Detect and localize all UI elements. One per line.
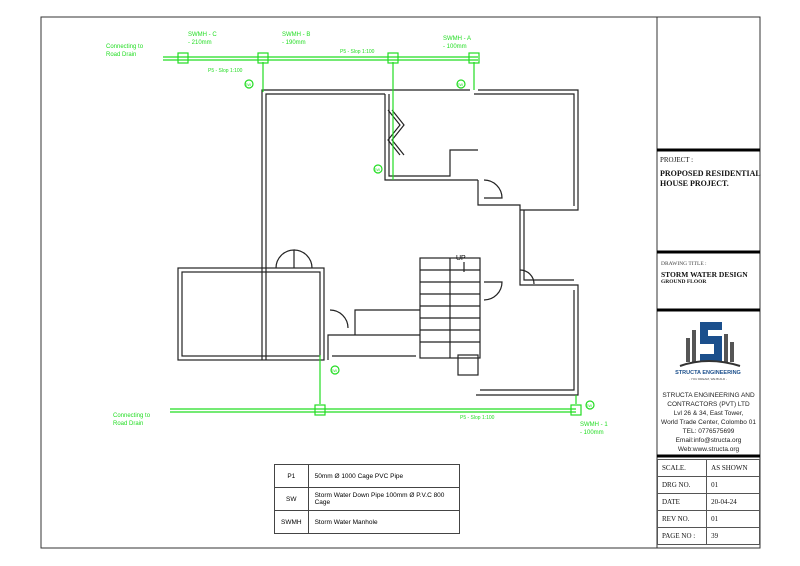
info-value: AS SHOWN: [706, 459, 760, 477]
legend-code: P1: [274, 464, 309, 488]
drawing-subtitle: GROUND FLOOR: [661, 279, 707, 285]
connect-top-label-2: Road Drain: [106, 52, 136, 58]
company-web: Web:www.structa.org: [677, 446, 740, 453]
project-section: PROJECT : PROPOSED RESIDENTIAL HOUSE PRO…: [657, 156, 766, 189]
info-label: DATE: [656, 493, 708, 511]
sw-marker: SW: [586, 403, 593, 408]
logo-tagline: - YOU DREAM, WE BUILD -: [689, 377, 727, 381]
logo-text: STRUCTA ENGINEERING: [675, 370, 741, 376]
swmh-a-label: SWMH - A: [443, 36, 471, 42]
legend-desc: Storm Water Down Pipe 100mm Ø P.V.C 800 …: [307, 487, 461, 511]
legend-code: SWMH: [274, 510, 309, 534]
sw-marker: SW: [331, 368, 338, 373]
swmh-c-label: SWMH - C: [188, 32, 217, 38]
swmh-a-size: - 100mm: [443, 44, 467, 50]
manhole-swmh-c: [177, 52, 189, 64]
manhole-swmh-1: [570, 404, 582, 416]
swmh-b-size: - 190mm: [282, 40, 306, 46]
connect-bottom-label-2: Road Drain: [113, 421, 143, 427]
company-name-2: CONTRACTORS (PVT) LTD: [667, 401, 750, 408]
info-row: REV NO.01: [656, 510, 760, 528]
drawing-title-section: DRAWING TITLE : STORM WATER DESIGN GROUN…: [657, 261, 768, 285]
connect-bottom-label: Connecting to: [113, 413, 151, 419]
manhole-mid: [387, 52, 399, 64]
legend-code: SW: [274, 487, 309, 511]
storm-pipes: [163, 52, 595, 416]
slope-label: P5 - Slop 1:100: [340, 49, 375, 55]
sheet-border: [40, 16, 761, 549]
drawing-title-label: DRAWING TITLE :: [661, 261, 707, 267]
swmh-c-size: - 210mm: [188, 40, 212, 46]
sw-marker: SW: [457, 82, 464, 87]
info-value: 01: [706, 510, 760, 528]
legend-desc: 50mm Ø 1000 Cage PVC Pipe: [307, 464, 461, 488]
info-value: 39: [706, 527, 760, 545]
swmh-1-size: - 100mm: [580, 430, 604, 436]
sw-marker: SW: [245, 82, 252, 87]
swmh-1-label: SWMH - 1: [580, 422, 608, 428]
company-phone: TEL: 0776575699: [682, 428, 735, 435]
info-label: PAGE NO :: [656, 527, 708, 545]
slope-label: P5 - Slop 1:100: [208, 68, 243, 74]
manhole-swmh-b: [257, 52, 269, 64]
sw-marker: SW: [374, 167, 381, 172]
drawing-title: STORM WATER DESIGN: [661, 270, 748, 279]
slope-label: P5 - Slop 1:100: [460, 415, 495, 421]
info-value: 01: [706, 476, 760, 494]
info-label: REV NO.: [656, 510, 708, 528]
connect-top-label: Connecting to: [106, 44, 144, 50]
stair-up-label: UP: [456, 255, 466, 262]
project-label: PROJECT :: [660, 156, 694, 164]
company-address: Lvl 26 & 34, East Tower,: [673, 410, 744, 417]
company-details: STRUCTA ENGINEERING AND CONTRACTORS (PVT…: [657, 391, 760, 454]
info-label: SCALE.: [656, 459, 708, 477]
company-email: Email:info@structa.org: [675, 437, 742, 444]
info-row: PAGE NO :39: [656, 527, 760, 545]
legend-desc: Storm Water Manhole: [307, 510, 461, 534]
manhole-swmh-a: [468, 52, 480, 64]
info-value: 20-04-24: [706, 493, 760, 511]
structa-logo: [679, 322, 741, 367]
info-row: DRG NO.01: [656, 476, 760, 494]
swmh-b-label: SWMH - B: [282, 32, 310, 38]
info-row: SCALE.AS SHOWN: [656, 459, 760, 477]
manhole-bottom: [314, 404, 326, 416]
floor-plan: [177, 89, 579, 396]
info-label: DRG NO.: [656, 476, 708, 494]
company-address-2: World Trade Center, Colombo 01: [661, 419, 756, 426]
company-name: STRUCTA ENGINEERING AND: [662, 392, 755, 399]
project-name: PROPOSED RESIDENTIAL HOUSE PROJECT.: [660, 169, 761, 188]
